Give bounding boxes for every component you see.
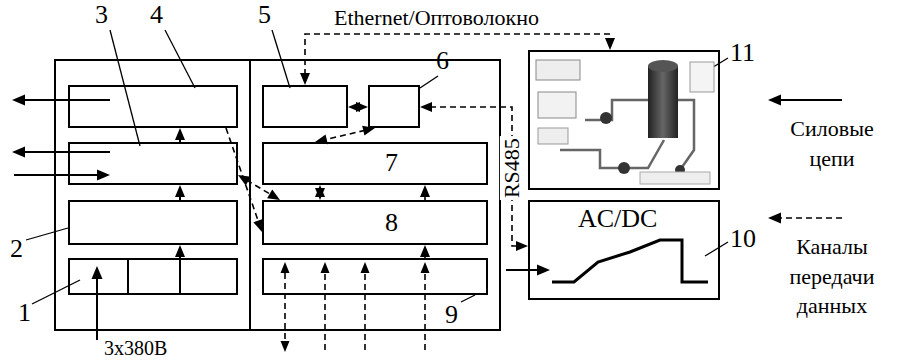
converter-box: AC/DC10 bbox=[528, 200, 720, 300]
legend-text: Каналы передачи данных bbox=[772, 232, 892, 321]
io-heads bbox=[281, 262, 430, 352]
control-module-box: 6 bbox=[368, 85, 420, 128]
leader-lines bbox=[26, 30, 728, 304]
power-input-box: 1 bbox=[68, 258, 238, 295]
callout-number: 4 bbox=[150, 2, 163, 28]
callout-number: 10 bbox=[730, 226, 756, 252]
power-module-box: 4 bbox=[68, 85, 238, 128]
control-module-box: 8 bbox=[262, 200, 488, 245]
callout-number: 2 bbox=[10, 236, 23, 262]
power-module-box: 2 bbox=[68, 200, 238, 245]
callout-number: 1 bbox=[18, 300, 31, 326]
data-connector bbox=[420, 102, 528, 251]
power-connector bbox=[175, 185, 185, 200]
data-connector bbox=[420, 185, 430, 200]
control-module-box: 7 bbox=[262, 142, 488, 185]
data-connector bbox=[420, 245, 430, 258]
voltage-waveform bbox=[552, 240, 708, 282]
box-title: AC/DC bbox=[578, 206, 657, 232]
callout-number: 5 bbox=[258, 2, 271, 28]
power-wires bbox=[12, 95, 550, 341]
data-connector bbox=[238, 175, 280, 200]
scada-screen-box: 11 bbox=[528, 50, 720, 190]
callout-number: 8 bbox=[385, 210, 398, 236]
data-connector bbox=[315, 185, 325, 200]
edge-label: Ethernet/Оптоволокно bbox=[332, 6, 541, 30]
power-connector bbox=[175, 128, 185, 142]
legend-text: Силовые цепи bbox=[772, 114, 892, 173]
supply-label: 3x380В bbox=[104, 337, 167, 359]
callout-number: 3 bbox=[95, 2, 108, 28]
cabinet-outline bbox=[55, 60, 500, 330]
callout-number: 7 bbox=[385, 150, 398, 176]
data-connector bbox=[300, 34, 615, 85]
cell-divider bbox=[127, 258, 129, 295]
scada-illustration bbox=[536, 60, 714, 184]
edge-label: RS485 bbox=[500, 136, 524, 200]
io-module-box: 9 bbox=[262, 258, 488, 295]
power-module-box: 3 bbox=[68, 142, 238, 185]
io-lines bbox=[285, 273, 425, 350]
callout-number: 11 bbox=[730, 40, 755, 66]
data-connector bbox=[348, 102, 368, 112]
callout-number: 6 bbox=[436, 48, 449, 74]
power-connector bbox=[175, 245, 185, 258]
callout-number: 9 bbox=[445, 302, 458, 328]
control-module-box: 5 bbox=[262, 85, 348, 128]
